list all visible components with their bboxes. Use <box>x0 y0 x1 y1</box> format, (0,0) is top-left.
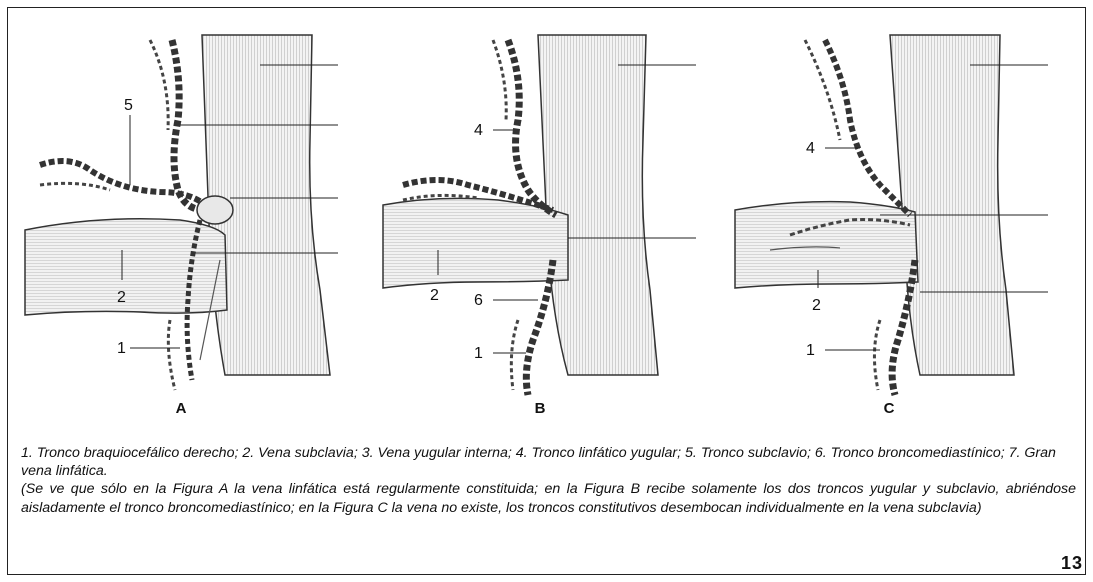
figure-b-drawing: 3 4 5 2 6 1 <box>378 20 698 415</box>
figure-c-drawing: 3 4 5 6 2 1 <box>730 20 1050 415</box>
figure-c-letter: C <box>869 400 909 417</box>
figure-b-label-1: 1 <box>474 345 483 362</box>
figure-a: 5 3 4 7 6 2 1 <box>20 20 340 415</box>
figure-c-label-4: 4 <box>806 140 815 157</box>
figure-a-label-2: 2 <box>117 289 126 306</box>
figure-b-label-2: 2 <box>430 287 439 304</box>
figure-caption: 1. Tronco braquiocefálico derecho; 2. Ve… <box>21 444 1076 517</box>
figure-b-label-6: 6 <box>474 292 483 309</box>
caption-note: (Se ve que sólo en la Figura A la vena l… <box>21 480 1076 516</box>
caption-legend: 1. Tronco braquiocefálico derecho; 2. Ve… <box>21 444 1076 480</box>
figure-a-letter: A <box>161 400 201 417</box>
figure-b-label-4: 4 <box>474 122 483 139</box>
page-number: 13 <box>1061 553 1083 574</box>
figure-c: 3 4 5 6 2 1 <box>730 20 1050 415</box>
figure-a-drawing: 5 3 4 7 6 2 1 <box>20 20 340 415</box>
figure-b-letter: B <box>520 400 560 417</box>
figure-c-label-2: 2 <box>812 297 821 314</box>
figure-b: 3 4 5 2 6 1 <box>378 20 698 415</box>
figure-a-label-5: 5 <box>124 97 133 114</box>
figure-c-label-1: 1 <box>806 342 815 359</box>
figure-a-label-1: 1 <box>117 340 126 357</box>
